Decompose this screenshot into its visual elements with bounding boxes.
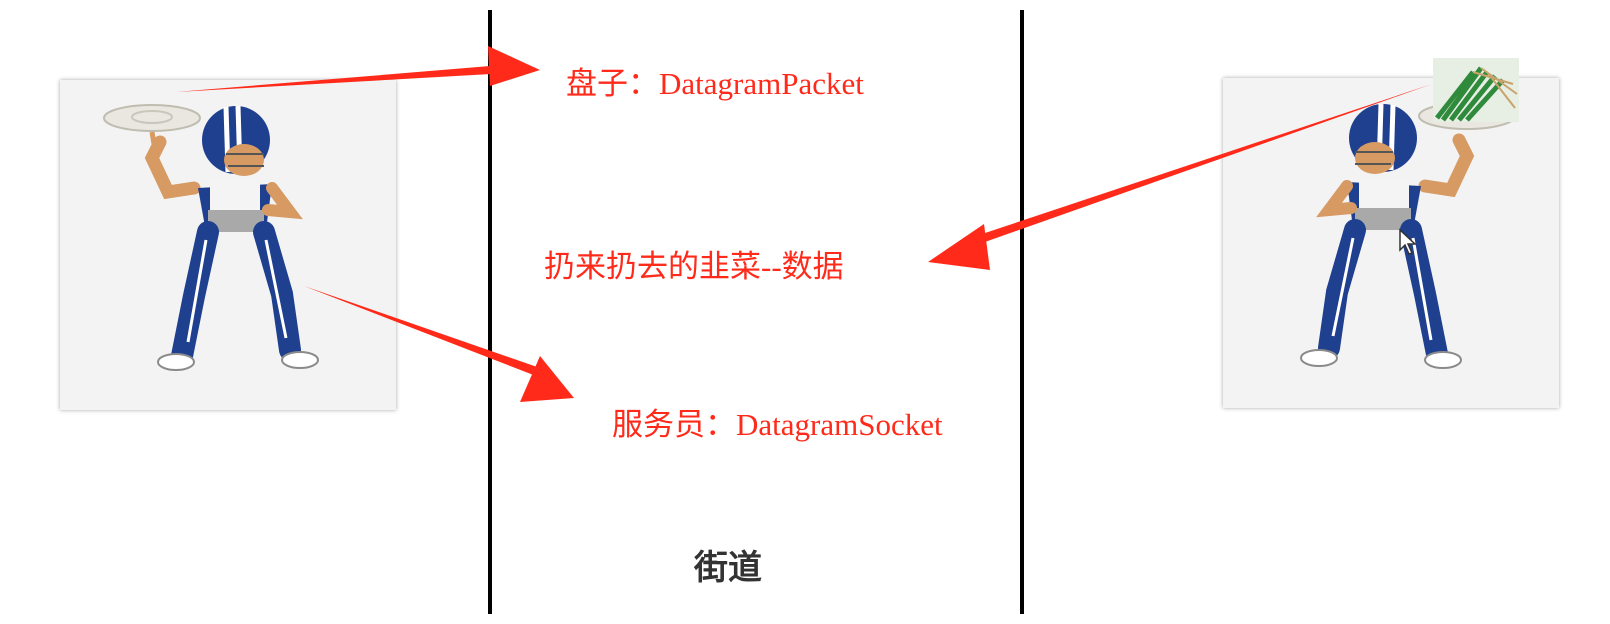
arrow-player-to-socket	[304, 286, 540, 376]
arrow-plate-to-packet	[176, 66, 491, 92]
arrow-plate-to-packet-head	[488, 46, 540, 86]
waiter-label: 服务员：DatagramSocket	[612, 407, 943, 442]
mouse-cursor-icon	[1399, 228, 1417, 255]
data-label: 扔来扔去的韭菜--数据	[544, 249, 844, 284]
left-divider-line	[488, 10, 492, 614]
arrow-leek-to-data-head	[928, 224, 990, 270]
arrow-player-to-socket-head	[520, 356, 574, 402]
plate-label: 盘子：DatagramPacket	[566, 66, 864, 101]
football-player-icon	[103, 104, 319, 371]
arrow-leek-to-data	[964, 84, 1432, 248]
left-player-card	[60, 80, 396, 410]
leek-vegetable-icon	[1433, 58, 1519, 122]
street-label: 街道	[694, 548, 762, 588]
right-divider-line	[1020, 10, 1024, 614]
